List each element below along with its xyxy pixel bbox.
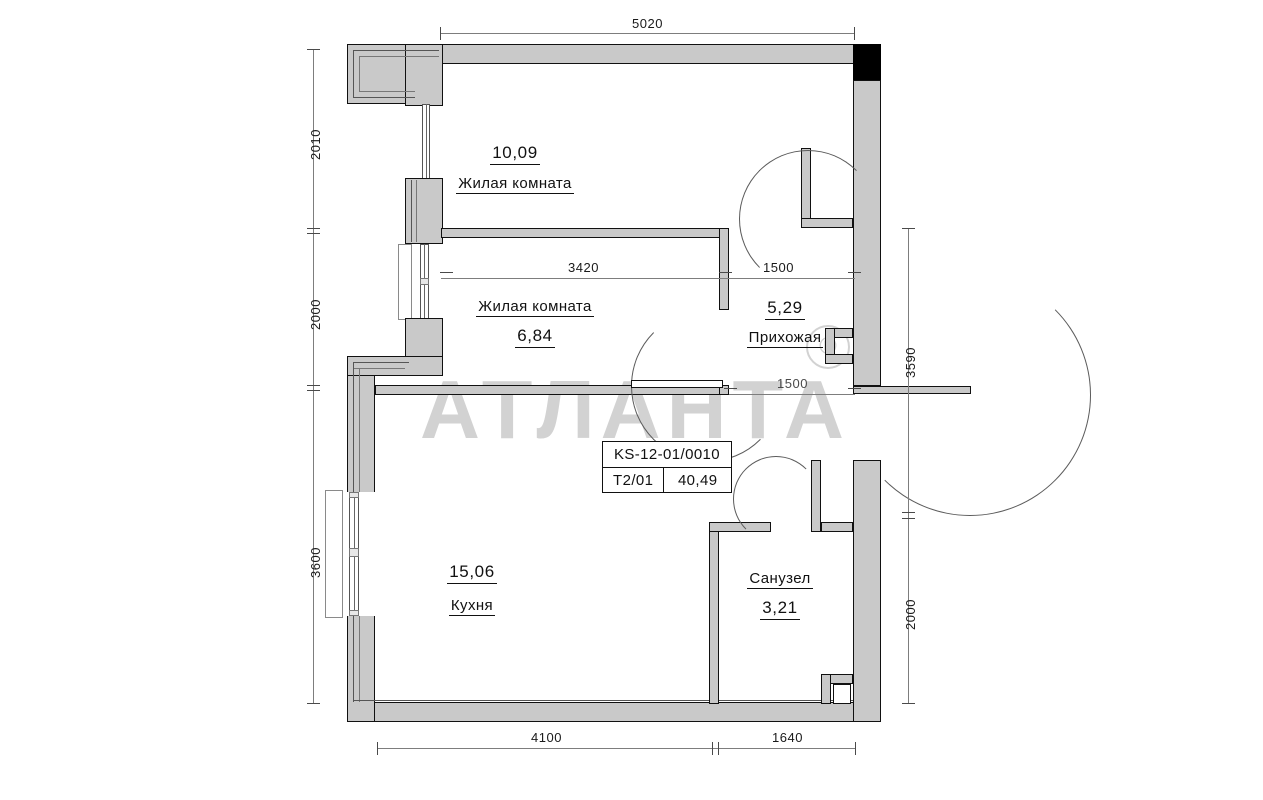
room-name-living-2: Жилая комната <box>476 298 594 317</box>
dim-tick-right-0 <box>902 228 915 230</box>
room-label-hall: 5,29 Прихожая <box>720 298 850 348</box>
door-leaf-living2 <box>631 380 723 388</box>
balcony-inner-line-6 <box>359 91 415 93</box>
partition-hall-vertical-upper <box>719 228 729 310</box>
dim-tick-top-left <box>440 27 442 40</box>
dim-tick-bottom-1a <box>712 742 714 755</box>
stamp-unit-type: T2/01 <box>603 468 665 493</box>
dim-tick-int-l-0 <box>724 388 737 390</box>
dim-tick-bottom-2 <box>855 742 857 755</box>
dim-interior-1500-lower: 1500 <box>777 376 808 391</box>
kitchen-window-top-node <box>349 492 359 498</box>
dim-tick-left-1a <box>307 228 320 230</box>
room-name-kitchen: Кухня <box>448 597 496 616</box>
room-label-living-1: 10,09 Жилая комната <box>415 143 615 194</box>
dim-right-2000: 2000 <box>903 599 918 630</box>
dim-line-bottom <box>378 748 856 749</box>
dim-tick-left-2a <box>307 385 320 387</box>
dim-tick-right-1b <box>902 518 915 520</box>
dim-bottom-1640: 1640 <box>772 730 803 745</box>
dim-line-top <box>441 33 855 34</box>
balcony-inner-line-2 <box>353 50 355 98</box>
vent-shaft-duct <box>833 684 851 704</box>
dim-tick-bottom-0 <box>377 742 379 755</box>
dim-line-interior-lower <box>729 394 855 395</box>
dim-tick-int-u-1 <box>719 272 732 274</box>
kitchen-window-frame <box>325 490 343 618</box>
dim-interior-1500-upper: 1500 <box>763 260 794 275</box>
room-label-bathroom: Санузел 3,21 <box>710 570 850 620</box>
room-area-living-1: 10,09 <box>490 143 540 165</box>
bathroom-wall-top-right <box>821 522 853 532</box>
wall-jog-line-1 <box>353 362 409 364</box>
kitchen-window-bottom-node <box>349 610 359 616</box>
wall-pier-line-2 <box>416 180 418 242</box>
dim-line-interior-upper <box>441 278 855 279</box>
dim-tick-left-0 <box>307 49 320 51</box>
wall-top <box>441 44 881 64</box>
door-arc-bathroom <box>733 456 819 542</box>
room-name-living-1: Жилая комната <box>456 175 574 194</box>
entry-door-leaf <box>853 386 971 394</box>
wall-bottom <box>347 702 881 722</box>
dim-tick-left-2b <box>307 390 320 392</box>
dim-tick-right-2 <box>902 703 915 705</box>
balcony-door-mullion <box>425 104 427 182</box>
room-label-kitchen: 15,06 Кухня <box>392 562 552 616</box>
room-area-hall: 5,29 <box>765 298 805 320</box>
dim-tick-bottom-1b <box>718 742 720 755</box>
dim-tick-top-right <box>854 27 856 40</box>
room-area-bathroom: 3,21 <box>760 598 800 620</box>
room-area-living-2: 6,84 <box>515 326 555 348</box>
dim-bottom-4100: 4100 <box>531 730 562 745</box>
dim-right-3590: 3590 <box>903 347 918 378</box>
dim-left-3600: 3600 <box>308 547 323 578</box>
partition-living1-living2 <box>441 228 729 238</box>
stamp-code: KS-12-01/0010 <box>613 446 721 463</box>
dim-tick-int-l-1 <box>848 388 861 390</box>
unit-stamp-table: KS-12-01/0010 T2/01 40,49 <box>602 441 732 493</box>
balcony-inner-line-4 <box>359 56 439 58</box>
wall-right-upper <box>853 80 881 386</box>
dim-tick-right-1a <box>902 512 915 514</box>
dim-left-2000: 2000 <box>308 299 323 330</box>
stamp-total-area: 40,49 <box>677 472 718 489</box>
wall-right-bath <box>853 460 881 722</box>
room-label-living-2: Жилая комната 6,84 <box>435 298 635 348</box>
room-name-bathroom: Санузел <box>747 570 813 589</box>
dim-left-2010: 2010 <box>308 129 323 160</box>
balcony-inner-line-3 <box>353 97 415 99</box>
dim-tick-left-1b <box>307 233 320 235</box>
dim-tick-int-u-0 <box>440 272 453 274</box>
dim-line-left <box>313 50 314 704</box>
wall-bottom-inner-line <box>353 700 881 702</box>
wall-pier-line-1 <box>411 180 413 242</box>
dim-top-5020: 5020 <box>632 16 663 31</box>
window-living-frame <box>398 244 412 320</box>
room-name-hall: Прихожая <box>746 329 824 348</box>
stamp-row-unit: T2/01 40,49 <box>603 468 731 493</box>
hall-recess-bottom <box>825 354 853 364</box>
window-living-center-node <box>420 278 429 285</box>
door-arc-living1 <box>739 150 877 288</box>
dim-tick-left-3 <box>307 703 320 705</box>
wall-hall-top-stub <box>801 218 853 228</box>
wall-jog-line-2 <box>353 368 405 370</box>
structural-column-black <box>853 44 881 82</box>
vent-shaft-left <box>821 674 831 704</box>
wall-left-jog <box>347 356 443 376</box>
dim-tick-int-u-2 <box>848 272 861 274</box>
kitchen-window-center-node <box>349 548 359 557</box>
stamp-row-code: KS-12-01/0010 <box>603 442 731 468</box>
balcony-inner-line-1 <box>353 50 439 52</box>
room-area-kitchen: 15,06 <box>447 562 497 584</box>
dim-line-right <box>908 228 909 704</box>
dim-interior-3420: 3420 <box>568 260 599 275</box>
balcony-inner-line-5 <box>359 56 361 92</box>
door-arc-entry <box>849 274 1091 516</box>
